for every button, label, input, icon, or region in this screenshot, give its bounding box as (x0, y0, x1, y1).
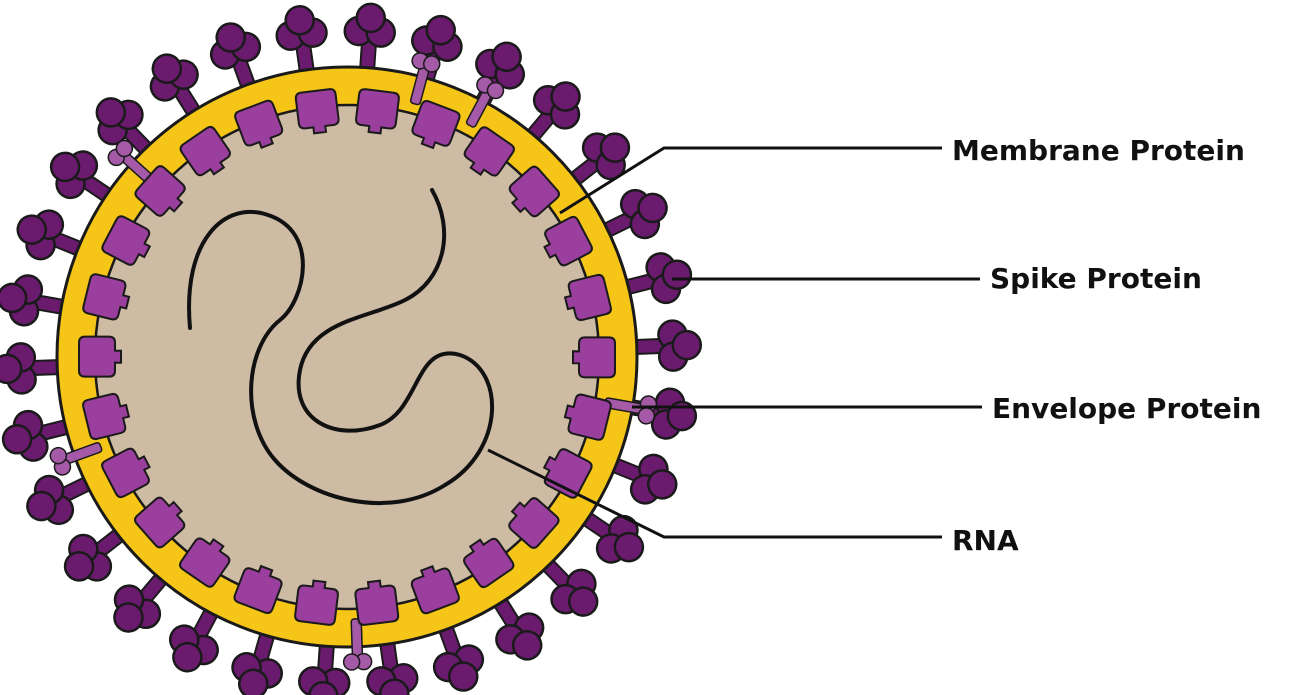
label-envelope-protein: Envelope Protein (992, 395, 1261, 423)
label-spike-protein: Spike Protein (990, 265, 1202, 293)
label-membrane-protein: Membrane Protein (952, 137, 1245, 165)
membrane-protein (79, 337, 121, 377)
label-rna: RNA (952, 527, 1019, 555)
membrane-protein (573, 337, 615, 377)
